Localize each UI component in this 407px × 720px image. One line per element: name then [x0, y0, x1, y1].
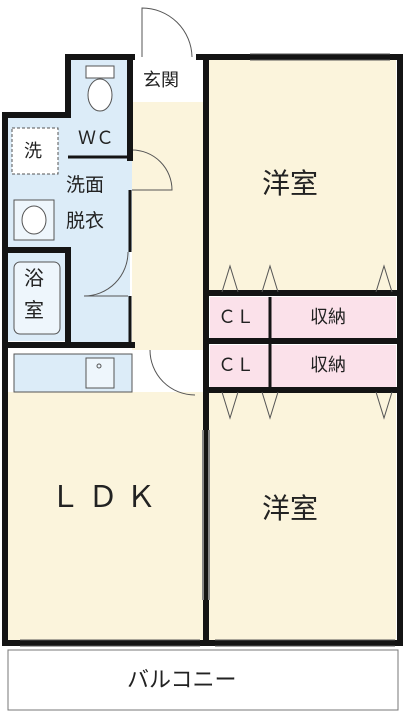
bathtub	[13, 261, 61, 335]
western-room-bottom-floor	[206, 392, 396, 640]
bath-door-swing	[83, 251, 129, 297]
wc-label: ＷＣ	[78, 128, 114, 149]
toilet-bowl	[87, 78, 113, 112]
ldk-label: ＬＤＫ	[50, 480, 164, 515]
washroom-label-2: 脱衣	[66, 210, 105, 232]
western-room-bottom-label: 洋室	[262, 492, 319, 525]
balcony-label: バルコニー	[127, 668, 237, 693]
entrance-label: 玄関	[143, 70, 179, 91]
closet-fold-door	[261, 391, 279, 420]
sink-drain	[96, 363, 102, 369]
closet-top-label: ＣＬ	[218, 307, 254, 328]
balcony-floor	[7, 649, 399, 711]
washer-label: 洗	[24, 141, 42, 162]
storage-bottom-label: 収納	[310, 355, 346, 376]
storage-top-label: 収納	[310, 307, 346, 328]
washroom-label-1: 洗面	[66, 174, 105, 196]
western-room-top-label: 洋室	[262, 167, 319, 200]
closet-fold-door	[375, 391, 393, 420]
closet-bottom-label: ＣＬ	[218, 355, 254, 376]
closet-bottom-floor	[210, 345, 396, 387]
closet-fold-door	[375, 264, 393, 293]
closet-fold-door	[261, 264, 279, 293]
western-room-top-floor	[206, 57, 396, 292]
ldk-floor	[8, 392, 206, 640]
wash-basin-bowl	[21, 205, 47, 235]
bath-label-2: 室	[24, 298, 44, 322]
washer-box	[11, 127, 59, 175]
toilet-tank	[85, 65, 115, 79]
washroom-lower-floor	[68, 250, 130, 346]
entrance-floor	[132, 57, 206, 102]
closet-top-floor	[210, 297, 396, 339]
sink	[85, 357, 115, 389]
washroom-door-swing	[131, 149, 173, 191]
closet-fold-door	[221, 391, 239, 420]
bath-label-1: 浴	[24, 266, 44, 290]
ldk-door-swing	[149, 349, 196, 396]
entrance-door-swing	[141, 7, 193, 58]
hallway-floor	[132, 100, 206, 350]
closet-fold-door	[221, 264, 239, 293]
